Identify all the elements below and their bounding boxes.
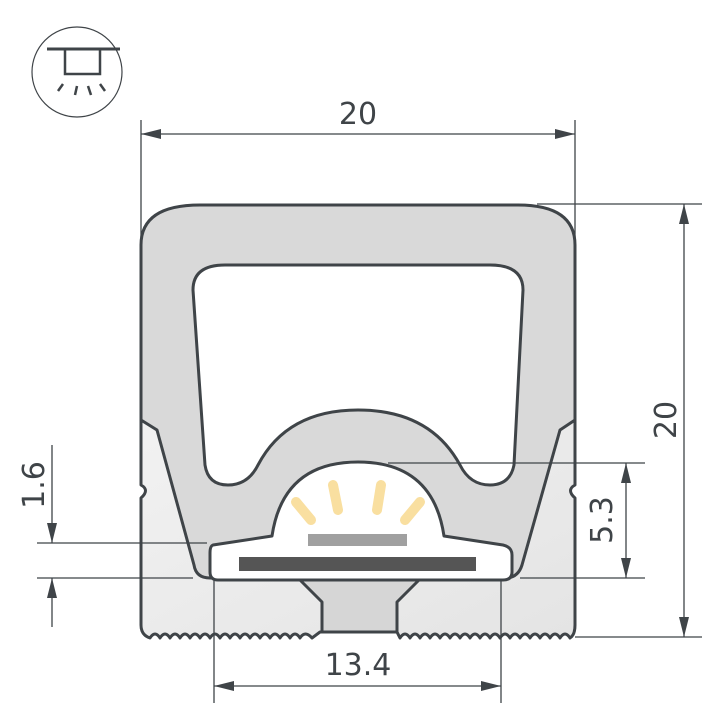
dimension-channel-width xyxy=(213,580,502,703)
dimension-led-height-label: 5.3 xyxy=(585,496,620,544)
light-rays-icon xyxy=(291,480,425,525)
led-strip xyxy=(239,557,476,571)
dimension-overall-width-label: 20 xyxy=(339,97,377,132)
dimension-channel-width-label: 13.4 xyxy=(325,648,392,683)
dimension-base-thickness-label: 1.6 xyxy=(17,461,52,509)
profile-body xyxy=(139,203,577,634)
dimension-led-height xyxy=(388,462,645,579)
dimension-overall-height xyxy=(537,203,702,638)
recessed-downlight-icon xyxy=(31,26,123,118)
dimension-overall-height-label: 20 xyxy=(649,401,684,439)
dimension-base-thickness xyxy=(37,445,207,627)
led-chip xyxy=(308,534,407,546)
dimension-overall-width xyxy=(140,120,576,240)
